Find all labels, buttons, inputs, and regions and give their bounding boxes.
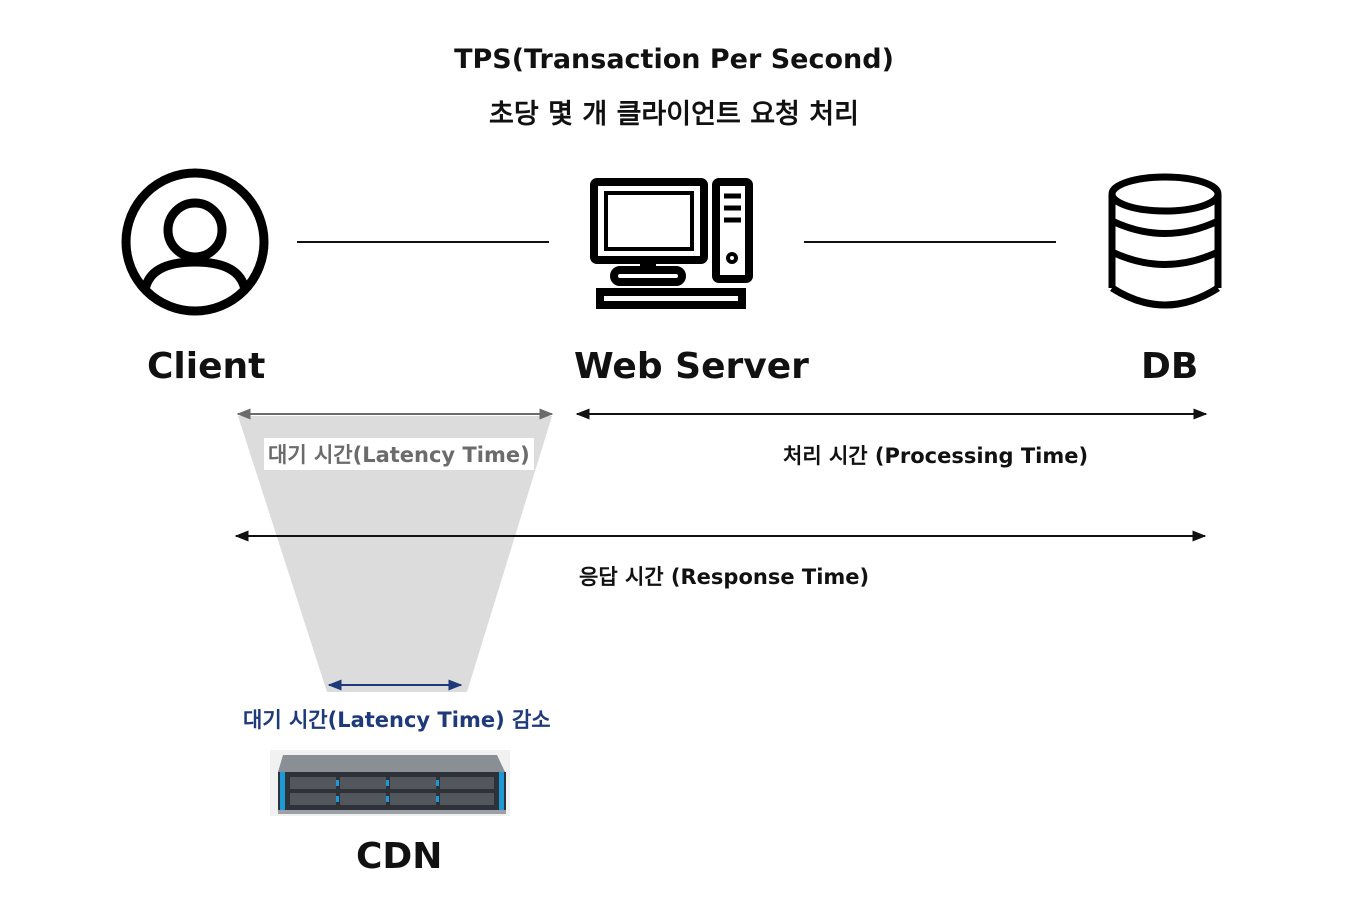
diagram-title: TPS(Transaction Per Second) [454,44,894,75]
db-label: DB [1141,346,1199,387]
cdn-label: CDN [356,836,443,877]
client-label: Client [147,346,266,387]
user-icon [121,168,269,316]
latency-label: 대기 시간(Latency Time) [264,438,534,470]
web-server-label: Web Server [574,346,809,387]
database-icon [1108,173,1222,309]
diagram-subtitle: 초당 몇 개 클라이언트 요청 처리 [489,99,859,130]
latency-reduced-label: 대기 시간(Latency Time) 감소 [243,708,551,732]
rack-server-icon [270,750,510,816]
desktop-computer-icon [590,178,753,309]
latency-funnel [238,416,552,692]
response-label: 응답 시간 (Response Time) [579,565,870,589]
processing-label: 처리 시간 (Processing Time) [783,444,1089,468]
